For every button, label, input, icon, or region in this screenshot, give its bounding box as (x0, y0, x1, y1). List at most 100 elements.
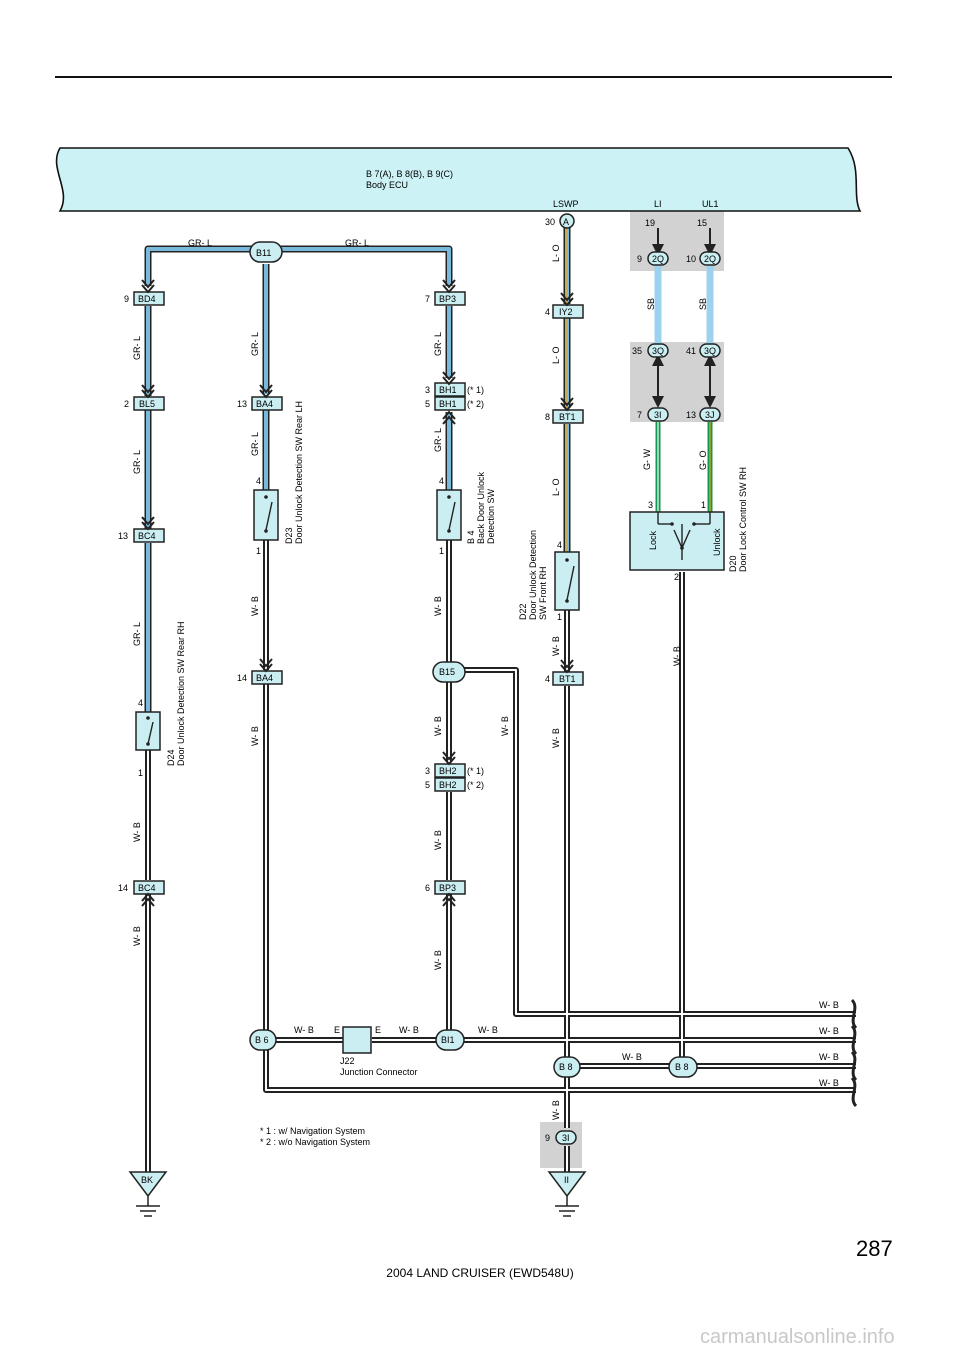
note-2: (* 2) (467, 399, 484, 409)
wire-label: W- B (819, 1000, 839, 1010)
conn-bh2-a: BH2 (439, 766, 457, 776)
pin: 4 (439, 476, 444, 486)
d23-code: D23 (284, 527, 294, 544)
pin: 19 (645, 218, 655, 228)
wire-label: GR- L (188, 238, 212, 248)
wire-label: W- B (433, 950, 443, 970)
wire-label: W- B (433, 716, 443, 736)
pin: 3 (425, 385, 430, 395)
ground-ii: II (564, 1175, 569, 1185)
wire-label: GR- L (433, 332, 443, 356)
wire-labels-vertical: GR- L GR- L GR- L W- B W- B GR- L GR- L … (132, 244, 708, 1120)
pin: 9 (545, 1133, 550, 1143)
pin: 8 (545, 412, 550, 422)
pin: 13 (237, 399, 247, 409)
pin: 7 (425, 294, 430, 304)
note-1: (* 1) (467, 766, 484, 776)
pin: 13 (686, 410, 696, 420)
conn-bh2-b: BH2 (439, 780, 457, 790)
b4-code: B 4 (466, 530, 476, 544)
wire-labels-horizontal: GR- L GR- L W- B W- B W- B W- B W- B W- … (188, 238, 839, 1088)
d20-code: D20 (728, 555, 738, 572)
watermark: carmanualsonline.info (700, 1326, 895, 1348)
d20-name: Door Lock Control SW RH (738, 467, 748, 572)
pin: 15 (697, 218, 707, 228)
conn-bh1-a: BH1 (439, 385, 457, 395)
conn-b11: B11 (256, 248, 271, 258)
pin: 1 (557, 612, 562, 622)
pin: 1 (138, 768, 143, 778)
switch-d22 (554, 551, 580, 611)
b4-name-1: Back Door Unlock (476, 471, 486, 544)
pin: 4 (557, 540, 562, 550)
pin: 9 (124, 294, 129, 304)
conn-3j: 3J (705, 410, 715, 420)
conn-bl5: BL5 (139, 399, 155, 409)
conn-bp3-top: BP3 (439, 294, 456, 304)
wires (144, 228, 856, 1172)
pin: 4 (256, 476, 261, 486)
j22-pin-e: E (375, 1025, 381, 1035)
conn-b6: B 6 (255, 1035, 269, 1045)
d23-name: Door Unlock Detection SW Rear LH (294, 401, 304, 544)
pin: 3 (425, 766, 430, 776)
component-labels: D24 Door Unlock Detection SW Rear RH D23… (166, 401, 748, 1077)
wire-label: W- B (551, 636, 561, 656)
footnote-1: * 1 : w/ Navigation System (260, 1126, 365, 1136)
switch-d23 (253, 489, 279, 541)
wire-label: W- B (294, 1025, 314, 1035)
j22-junction-box (342, 1026, 372, 1054)
pin: 1 (256, 546, 261, 556)
conn-3q-right: 3Q (704, 346, 716, 356)
wire-label: W- B (500, 716, 510, 736)
connector-boxes (133, 291, 584, 895)
conn-iy2: IY2 (559, 307, 573, 317)
wire-label: GR- L (132, 336, 142, 360)
wire-tails (850, 998, 858, 1108)
wire-label: W- B (551, 1100, 561, 1120)
pin: 14 (237, 673, 247, 683)
b4-name-2: Detection SW (486, 488, 496, 544)
ecu-subtitle: Body ECU (366, 180, 408, 190)
d22-code: D22 (518, 603, 528, 620)
page-number: 287 (856, 1236, 893, 1261)
wire-label: W- B (672, 646, 682, 666)
conn-3i: 3I (654, 410, 662, 420)
pin: 10 (686, 254, 696, 264)
pin: 3 (648, 500, 653, 510)
conn-b8-right: B 8 (675, 1062, 689, 1072)
conn-a: A (563, 217, 569, 227)
connector-labels: B11 BD4 BP3 BL5 BA4 BH1 BH1 BC4 BA4 B15 … (138, 217, 716, 1143)
wire-label: G- W (642, 449, 652, 470)
d22-name-2: SW Front RH (538, 566, 548, 620)
note-1: (* 1) (467, 385, 484, 395)
j22-code: J22 (340, 1056, 355, 1066)
pin: 4 (545, 674, 550, 684)
ground-bk: BK (141, 1175, 153, 1185)
wire-label: W- B (622, 1052, 642, 1062)
conn-bt1-bottom: BT1 (559, 674, 576, 684)
wire-label: GR- L (132, 450, 142, 474)
footnote-2: * 2 : w/o Navigation System (260, 1137, 370, 1147)
notes: (* 1) (* 2) (* 1) (* 2) * 1 : w/ Navigat… (260, 385, 484, 1147)
wire-label: GR- L (345, 238, 369, 248)
wire-label: SB (698, 298, 708, 310)
pin: 7 (637, 410, 642, 420)
pin-numbers: 9 7 2 13 3 5 13 4 1 4 1 14 4 1 3 5 14 6 … (118, 217, 707, 1143)
wire-label: W- B (132, 926, 142, 946)
wire-label: W- B (551, 728, 561, 748)
switch-b4 (436, 489, 462, 541)
conn-bt1-top: BT1 (559, 412, 576, 422)
pin: 13 (118, 531, 128, 541)
pin: 35 (632, 346, 642, 356)
wire-label: GR- L (132, 622, 142, 646)
connector-chevrons (141, 279, 574, 907)
pin: 30 (545, 217, 555, 227)
conn-b8-left: B 8 (559, 1062, 573, 1072)
wire-label: L- O (551, 346, 561, 364)
ecu-term-lswp: LSWP (553, 199, 579, 209)
conn-bh1-b: BH1 (439, 399, 457, 409)
wire-label: L- O (551, 478, 561, 496)
j22-pin-e: E (334, 1025, 340, 1035)
pin-arrows (652, 228, 716, 408)
